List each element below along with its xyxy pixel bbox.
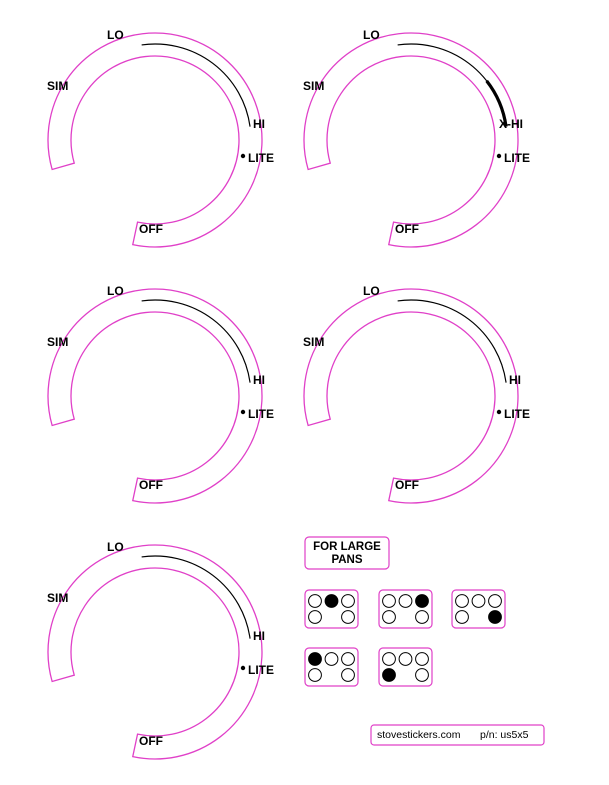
burner-dot [308, 610, 322, 624]
indicator-outline [451, 589, 506, 629]
lite-dot [496, 153, 502, 159]
active-burner-dot [308, 652, 322, 666]
burner-dot [324, 652, 339, 666]
burner-dot [471, 594, 486, 608]
burner-dot [488, 594, 502, 608]
burner-dot [455, 610, 469, 624]
hi-label: X-HI [499, 117, 523, 131]
lo-label: LO [107, 540, 124, 554]
extra-high-arc [485, 79, 508, 127]
hi-label: HI [253, 373, 265, 387]
off-label: OFF [395, 478, 419, 492]
knob-dial-4: LO SIM HI LITE OFF [303, 284, 530, 504]
large-pans-sticker: FOR LARGE PANS [304, 536, 390, 570]
burner-dot [398, 594, 413, 608]
active-burner-dot [488, 610, 502, 624]
dial-outline [303, 288, 519, 504]
lite-dot [240, 665, 246, 671]
lite-label: LITE [248, 407, 274, 421]
indicator-outline [378, 589, 433, 629]
burner-indicator-5 [378, 647, 433, 687]
footer-sticker: stovestickers.com p/n: us5x5 [370, 724, 545, 746]
lite-label: LITE [504, 407, 530, 421]
setting-arc [397, 299, 507, 383]
lite-label: LITE [248, 151, 274, 165]
sim-label: SIM [47, 335, 68, 349]
hi-label: HI [509, 373, 521, 387]
sim-label: SIM [303, 335, 324, 349]
indicator-outline [304, 589, 359, 629]
lite-dot [240, 409, 246, 415]
burner-dot [382, 652, 396, 666]
burner-indicator-1 [304, 589, 359, 629]
burner-dot [398, 652, 413, 666]
off-label: OFF [139, 734, 163, 748]
burner-dot [415, 668, 429, 682]
hi-label: HI [253, 629, 265, 643]
footer-outline [370, 724, 545, 746]
active-burner-dot [382, 668, 396, 682]
lite-dot [496, 409, 502, 415]
footer-site: stovestickers.com [377, 729, 461, 741]
setting-arc [141, 43, 251, 127]
burner-dot [455, 594, 469, 608]
burner-indicator-4 [304, 647, 359, 687]
knob-dial-2: LO SIM X-HI LITE OFF [303, 28, 530, 248]
large-pans-line2: PANS [331, 554, 362, 566]
burner-dot [308, 668, 322, 682]
lo-label: LO [107, 28, 124, 42]
dial-outline [303, 32, 519, 248]
burner-dot [341, 668, 355, 682]
off-label: OFF [395, 222, 419, 236]
knob-dial-5: LO SIM HI LITE OFF [47, 540, 274, 760]
knob-dial-3: LO SIM HI LITE OFF [47, 284, 274, 504]
burner-dot [308, 594, 322, 608]
lite-dot [240, 153, 246, 159]
lo-label: LO [363, 28, 380, 42]
burner-dot [341, 610, 355, 624]
lo-label: LO [363, 284, 380, 298]
burner-dot [382, 594, 396, 608]
burner-dot [341, 652, 355, 666]
large-pans-line1: FOR LARGE [313, 541, 381, 553]
lo-label: LO [107, 284, 124, 298]
active-burner-dot [324, 594, 339, 608]
off-label: OFF [139, 478, 163, 492]
sim-label: SIM [303, 79, 324, 93]
large-pans-outline [304, 536, 390, 570]
dial-outline [47, 32, 263, 248]
knob-dial-1: LO SIM HI LITE OFF [47, 28, 274, 248]
off-label: OFF [139, 222, 163, 236]
sim-label: SIM [47, 591, 68, 605]
burner-dot [341, 594, 355, 608]
indicator-outline [304, 647, 359, 687]
active-burner-dot [415, 594, 429, 608]
burner-dot [415, 652, 429, 666]
dials-layer: LO SIM HI LITE OFF LO SIM X-HI LITE OFF LO SIM HI LIT… [47, 28, 530, 760]
lite-label: LITE [504, 151, 530, 165]
setting-arc [141, 555, 251, 639]
hi-label: HI [253, 117, 265, 131]
dial-outline [47, 544, 263, 760]
burner-dot [415, 610, 429, 624]
burner-dot [382, 610, 396, 624]
burner-indicator-3 [451, 589, 506, 629]
dial-outline [47, 288, 263, 504]
burner-indicators [304, 589, 506, 687]
footer-part-number: p/n: us5x5 [480, 729, 529, 741]
sim-label: SIM [47, 79, 68, 93]
lite-label: LITE [248, 663, 274, 677]
indicator-outline [378, 647, 433, 687]
burner-indicator-2 [378, 589, 433, 629]
setting-arc [141, 299, 251, 383]
